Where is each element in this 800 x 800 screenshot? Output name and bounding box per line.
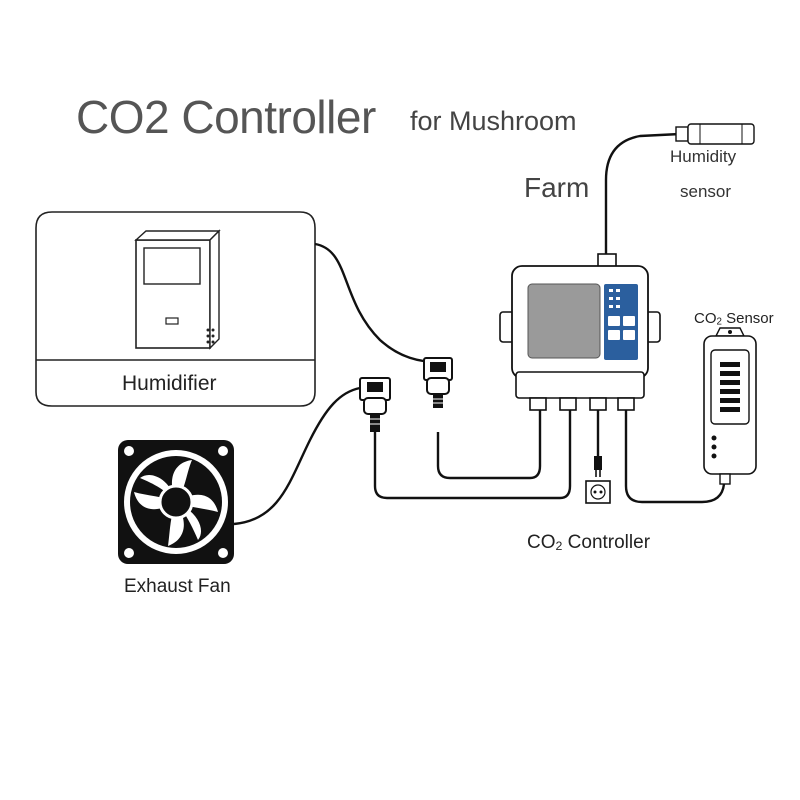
co2-controller-device [499,253,661,411]
wall-socket-icon [585,480,611,504]
diagram-title: CO2 Controller [76,91,376,143]
humidity-sensor-label-line2: sensor [680,182,732,201]
co2-controller-label-suffix: Controller [562,532,651,553]
humidifier-device-icon [134,229,221,350]
diagram-subtitle-line2: Farm [524,172,590,203]
co2-sensor-label: CO2 Sensor [694,310,774,327]
power-plug-icon [594,456,602,477]
co2-controller-label-prefix: CO [527,532,556,553]
co2-sensor-label-suffix: Sensor [721,310,774,327]
co2-sensor-label-subscript: 2 [716,316,722,328]
exhaust-fan-label: Exhaust Fan [124,576,231,597]
humidity-sensor-label-line1: Humidity [670,147,737,166]
co2-sensor-label-prefix: CO [694,310,717,327]
co2-controller-label: CO2 Controller [527,532,650,554]
exhaust-fan-icon [118,440,234,564]
cables [233,132,726,526]
co2-sensor-device [703,327,757,485]
humidifier-panel [35,211,316,407]
humidity-sensor-probe-icon [675,123,755,145]
diagram-subtitle: for Mushroom [410,106,577,136]
humidifier-label: Humidifier [122,372,217,395]
fan-plug-icon [359,377,391,432]
humidifier-plug-icon [423,357,453,408]
co2-controller-label-subscript: 2 [555,538,563,553]
